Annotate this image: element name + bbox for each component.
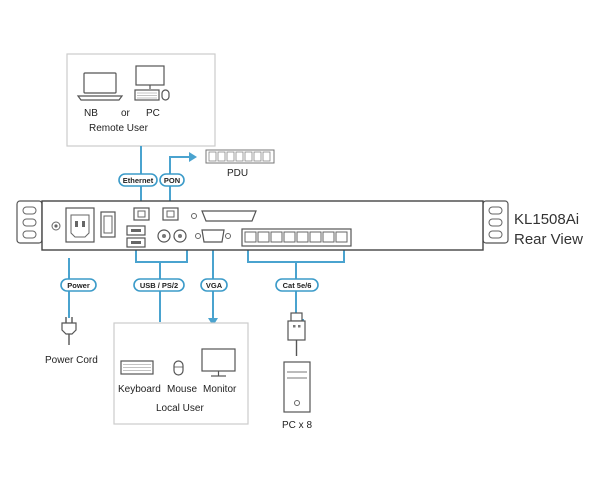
kvm-ports-icon (241, 228, 352, 247)
pdu-icon (205, 149, 275, 164)
svg-text:PON: PON (164, 176, 180, 185)
remote-user-label: Remote User (89, 123, 149, 134)
ethernet-pill: Ethernet (118, 173, 158, 187)
svg-text:Ethernet: Ethernet (123, 176, 154, 185)
or-label: or (121, 108, 131, 119)
pon-pill: PON (159, 173, 185, 187)
svg-text:VGA: VGA (206, 281, 223, 290)
monitor-icon (201, 348, 236, 377)
keyboard-icon (120, 360, 154, 375)
local-user-label: Local User (156, 403, 204, 414)
keyboard-label: Keyboard (118, 384, 161, 395)
monitor-label: Monitor (203, 384, 237, 395)
power-cord-label: Power Cord (45, 355, 98, 366)
pdu-label: PDU (227, 168, 248, 179)
view-label: Rear View (514, 231, 583, 248)
pc-tower-icon (283, 361, 311, 413)
svg-text:Cat 5e/6: Cat 5e/6 (283, 281, 312, 290)
cat-pill: Cat 5e/6 (275, 278, 319, 292)
mouse-label: Mouse (167, 384, 197, 395)
vga-pill: VGA (200, 278, 228, 292)
vga-port-icon (201, 229, 225, 243)
power-pill: Power (60, 278, 97, 292)
pc-count-label: PC x 8 (282, 420, 312, 431)
pon-port-icon (162, 207, 179, 221)
ethernet-port-icon (133, 207, 150, 221)
nb-label: NB (84, 108, 98, 119)
pc-label: PC (146, 108, 160, 119)
rj45-connector-icon (287, 312, 306, 356)
laptop-icon (76, 72, 124, 101)
usb-ps2-pill: USB / PS/2 (133, 278, 185, 292)
mouse-icon (173, 360, 184, 376)
model-label: KL1508Ai (514, 211, 579, 228)
svg-text:USB / PS/2: USB / PS/2 (140, 281, 178, 290)
desktop-pc-icon (134, 65, 170, 101)
cables (68, 146, 345, 326)
serial-port-icon (201, 210, 257, 222)
svg-text:Power: Power (67, 281, 90, 290)
power-plug-icon (61, 317, 77, 345)
kvm-rear-panel (16, 200, 509, 251)
